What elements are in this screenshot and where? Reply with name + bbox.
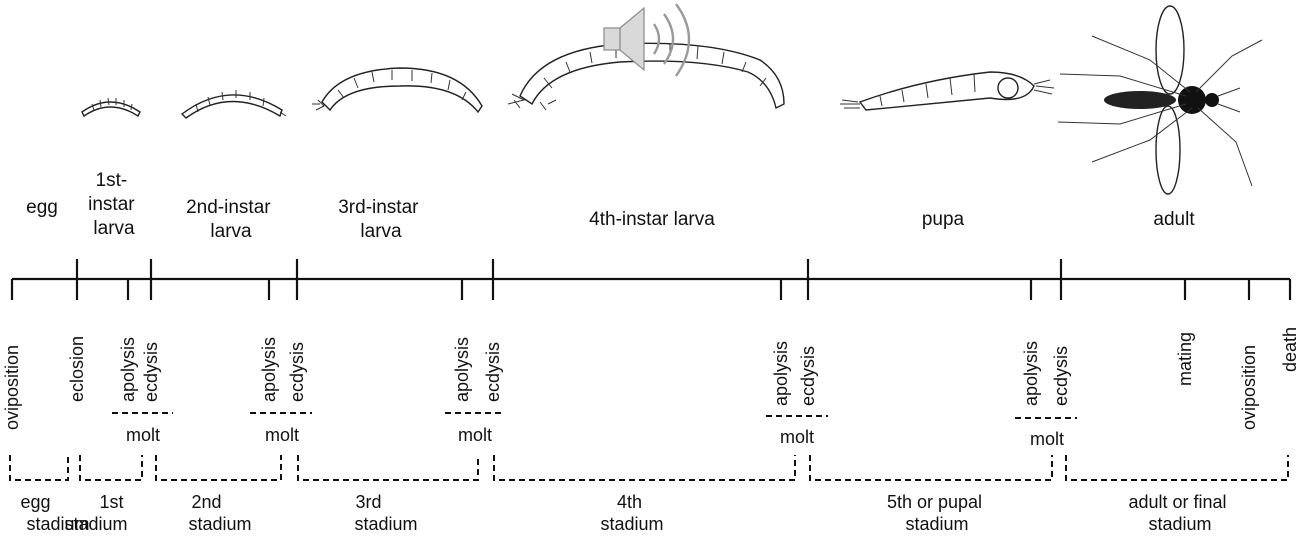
illustrations [81,5,1263,195]
first-instar-larva-drawing [81,97,141,118]
stage-label-fourth-instar: 4th-instar larva [589,209,715,230]
event-label-oviposition: oviposition [1239,345,1259,430]
molt-groups: molt molt molt molt molt [112,412,1077,449]
stadium-label-second: 2nd stadium [188,492,251,534]
adult-mosquito-drawing [1057,5,1263,195]
event-label-ecdysis: ecdysis [483,342,503,402]
fourth-instar-larva-drawing [507,42,785,111]
molt-label: molt [265,425,299,445]
stadium-bracket-pupal [809,455,1053,481]
event-label-eclosion: eclosion [67,336,87,402]
stadium-label-egg: egg stadium [20,492,89,534]
event-label-apolysis: apolysis [259,337,279,402]
stage-label-pupa: pupa [922,209,965,230]
event-label-mating: mating [1175,332,1195,386]
second-instar-larva-drawing [180,90,287,119]
stadium-bracket-second [155,455,282,481]
event-label-death: death [1280,327,1297,372]
stadium-bracket-final [1065,455,1289,481]
event-label-ecdysis: ecdysis [141,342,161,402]
stadium-labels: egg stadium 1st stadium 2nd stadium 3rd … [20,492,1231,534]
stadium-bracket-third [297,455,479,481]
molt-label: molt [780,427,814,447]
molt-label: molt [1030,429,1064,449]
event-label-apolysis: apolysis [771,341,791,406]
stadium-bracket-first [79,455,143,481]
molt-label: molt [126,425,160,445]
timeline [10,259,1292,300]
event-label-apolysis: apolysis [118,337,138,402]
stadium-label-first: 1st stadium [64,492,128,534]
stadium-label-fourth: 4th stadium [600,492,663,534]
event-label-ecdysis: ecdysis [798,346,818,406]
stadium-bracket-fourth [493,455,796,481]
stadium-label-final: adult or final stadium [1128,492,1231,534]
event-label-apolysis: apolysis [452,337,472,402]
stage-label-first-instar: 1st- instar larva [88,170,140,239]
stage-label-third-instar: 3rd-instar larva [338,197,424,242]
event-label-apolysis: apolysis [1021,341,1041,406]
event-label-ecdysis: ecdysis [287,342,307,402]
event-label-ecdysis: ecdysis [1051,346,1071,406]
stadium-bracket-egg [9,455,69,481]
third-instar-larva-drawing [312,67,483,114]
stadium-label-pupal: 5th or pupal stadium [887,492,987,534]
molt-label: molt [458,425,492,445]
stadium-label-third: 3rd stadium [354,492,417,534]
stadium-brackets [9,455,1289,481]
stage-label-adult: adult [1153,209,1195,230]
speaker-icon[interactable] [603,3,691,77]
pupa-drawing [840,71,1055,111]
stage-labels: egg 1st- instar larva 2nd-instar larva 3… [26,170,1195,242]
stage-label-second-instar: 2nd-instar larva [186,197,276,242]
stage-label-egg: egg [26,197,58,218]
event-labels: oviposition eclosion apolysis ecdysis ap… [2,327,1297,430]
event-label-oviposition: oviposition [2,345,22,430]
